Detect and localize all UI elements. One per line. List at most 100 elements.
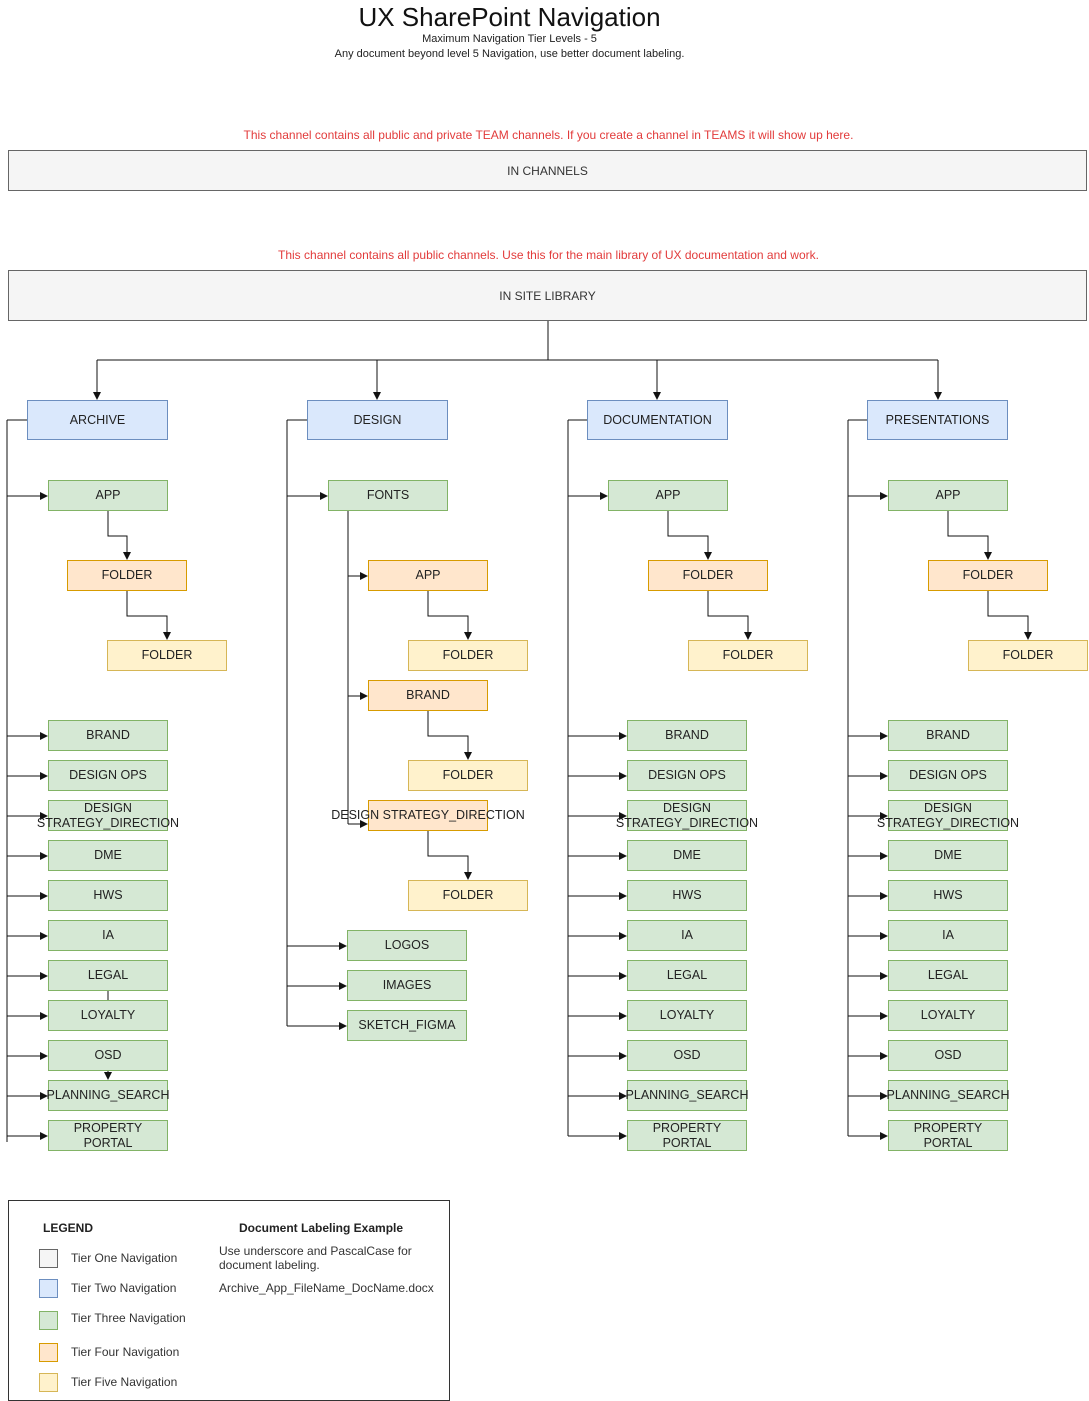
archive-node[interactable]: ARCHIVE [27, 400, 168, 440]
archive-ia-node[interactable]: IA [48, 920, 168, 951]
design-fonts-app-node[interactable]: APP [368, 560, 488, 591]
doc-labeling-example: Archive_App_FileName_DocName.docx [219, 1281, 434, 1295]
presentations-planning-search-label: PLANNING_SEARCH [886, 1088, 1010, 1102]
archive-design-ops-label: DESIGN OPS [69, 768, 147, 782]
presentations-osd-node[interactable]: OSD [888, 1040, 1008, 1071]
presentations-design-strategy-direction-node[interactable]: DESIGN STRATEGY_DIRECTION [877, 800, 1019, 831]
documentation-osd-label: OSD [673, 1048, 701, 1062]
presentations-hws-node[interactable]: HWS [888, 880, 1008, 911]
legend-label-tier4: Tier Four Navigation [71, 1345, 180, 1359]
site-library-note: This channel contains all public channel… [278, 248, 819, 262]
legend-label-tier2: Tier Two Navigation [71, 1281, 177, 1295]
design-sketch-figma-node[interactable]: SKETCH_FIGMA [347, 1010, 467, 1041]
archive-design-strategy-direction-node[interactable]: DESIGN STRATEGY_DIRECTION [37, 800, 179, 831]
design-brand-folder-node[interactable]: FOLDER [408, 760, 528, 791]
presentations-brand-label: BRAND [926, 728, 970, 742]
page-subtitle: Maximum Navigation Tier Levels - 5 [422, 33, 597, 45]
design-app-folder-node[interactable]: FOLDER [408, 640, 528, 671]
presentations-property-portal-node[interactable]: PROPERTY PORTAL [888, 1120, 1008, 1151]
documentation-osd-node[interactable]: OSD [627, 1040, 747, 1071]
presentations-loyalty-label: LOYALTY [920, 1008, 976, 1022]
legend-label-tier3: Tier Three Navigation [71, 1311, 186, 1325]
presentations-design-ops-node[interactable]: DESIGN OPS [888, 760, 1008, 791]
design-node[interactable]: DESIGN [307, 400, 448, 440]
documentation-dme-label: DME [673, 848, 701, 862]
archive-property-portal-node[interactable]: PROPERTY PORTAL [48, 1120, 168, 1151]
documentation-property-portal-node[interactable]: PROPERTY PORTAL [627, 1120, 747, 1151]
archive-hws-label: HWS [93, 888, 123, 902]
archive-design-strategy-direction-label: DESIGN STRATEGY_DIRECTION [36, 800, 180, 830]
documentation-ia-node[interactable]: IA [627, 920, 747, 951]
archive-brand-label: BRAND [86, 728, 130, 742]
documentation-loyalty-label: LOYALTY [659, 1008, 715, 1022]
documentation-legal-node[interactable]: LEGAL [627, 960, 747, 991]
archive-dme-label: DME [94, 848, 122, 862]
archive-folder-tier5-node[interactable]: FOLDER [107, 640, 227, 671]
legend-panel: LEGEND Tier One Navigation Tier Two Navi… [8, 1200, 450, 1401]
design-fonts-node[interactable]: FONTS [328, 480, 448, 511]
page-title: UX SharePoint Navigation [358, 2, 661, 32]
archive-brand-node[interactable]: BRAND [48, 720, 168, 751]
documentation-planning-search-node[interactable]: PLANNING_SEARCH [626, 1080, 748, 1111]
legend-swatch-tier2 [39, 1279, 58, 1298]
doc-labeling-rule: Use underscore and PascalCase for docume… [219, 1244, 412, 1272]
documentation-ia-label: IA [681, 928, 693, 942]
design-logos-node[interactable]: LOGOS [347, 930, 467, 961]
presentations-loyalty-node[interactable]: LOYALTY [888, 1000, 1008, 1031]
documentation-design-strategy-direction-node[interactable]: DESIGN STRATEGY_DIRECTION [616, 800, 758, 831]
archive-design-ops-node[interactable]: DESIGN OPS [48, 760, 168, 791]
documentation-hws-node[interactable]: HWS [627, 880, 747, 911]
documentation-design-ops-node[interactable]: DESIGN OPS [627, 760, 747, 791]
documentation-hws-label: HWS [672, 888, 702, 902]
documentation-brand-node[interactable]: BRAND [627, 720, 747, 751]
documentation-property-portal-label: PROPERTY PORTAL [652, 1120, 722, 1150]
archive-app-node[interactable]: APP [48, 480, 168, 511]
documentation-folder-tier5-node[interactable]: FOLDER [688, 640, 808, 671]
presentations-ia-node[interactable]: IA [888, 920, 1008, 951]
documentation-app-node[interactable]: APP [608, 480, 728, 511]
presentations-legal-node[interactable]: LEGAL [888, 960, 1008, 991]
in-site-library-node[interactable]: IN SITE LIBRARY [8, 270, 1087, 321]
presentations-folder-tier5-node[interactable]: FOLDER [968, 640, 1088, 671]
presentations-node[interactable]: PRESENTATIONS [867, 400, 1008, 440]
presentations-planning-search-node[interactable]: PLANNING_SEARCH [886, 1080, 1010, 1111]
archive-osd-node[interactable]: OSD [48, 1040, 168, 1071]
archive-property-portal-label: PROPERTY PORTAL [73, 1120, 143, 1150]
archive-loyalty-node[interactable]: LOYALTY [48, 1000, 168, 1031]
archive-folder-tier4-node[interactable]: FOLDER [67, 560, 187, 591]
documentation-design-strategy-direction-label: DESIGN STRATEGY_DIRECTION [615, 800, 759, 830]
doc-labeling-title: Document Labeling Example [239, 1221, 404, 1235]
presentations-app-node[interactable]: APP [888, 480, 1008, 511]
design-strategy-label: DESIGN STRATEGY_DIRECTION [331, 808, 525, 822]
legend-swatch-tier5 [39, 1373, 58, 1392]
archive-dme-node[interactable]: DME [48, 840, 168, 871]
documentation-folder-tier4-node[interactable]: FOLDER [648, 560, 768, 591]
archive-osd-label: OSD [94, 1048, 122, 1062]
documentation-dme-node[interactable]: DME [627, 840, 747, 871]
legend-swatch-tier1 [39, 1249, 58, 1268]
presentations-dme-node[interactable]: DME [888, 840, 1008, 871]
design-fonts-brand-node[interactable]: BRAND [368, 680, 488, 711]
archive-hws-node[interactable]: HWS [48, 880, 168, 911]
in-channels-node[interactable]: IN CHANNELS [8, 150, 1087, 191]
archive-planning-search-node[interactable]: PLANNING_SEARCH [46, 1080, 170, 1111]
archive-ia-label: IA [102, 928, 114, 942]
documentation-brand-label: BRAND [665, 728, 709, 742]
archive-loyalty-label: LOYALTY [80, 1008, 136, 1022]
presentations-folder-tier4-node[interactable]: FOLDER [928, 560, 1048, 591]
design-fonts-strategy-node[interactable]: DESIGN STRATEGY_DIRECTION [331, 800, 525, 831]
documentation-node[interactable]: DOCUMENTATION [587, 400, 728, 440]
documentation-legal-label: LEGAL [666, 968, 708, 982]
archive-planning-search-label: PLANNING_SEARCH [46, 1088, 170, 1102]
presentations-brand-node[interactable]: BRAND [888, 720, 1008, 751]
design-images-node[interactable]: IMAGES [347, 970, 467, 1001]
legend-label-tier5: Tier Five Navigation [71, 1375, 178, 1389]
design-strategy-folder-node[interactable]: FOLDER [408, 880, 528, 911]
archive-legal-label: LEGAL [87, 968, 129, 982]
documentation-loyalty-node[interactable]: LOYALTY [627, 1000, 747, 1031]
presentations-property-portal-label: PROPERTY PORTAL [913, 1120, 983, 1150]
legend-swatch-tier4 [39, 1343, 58, 1362]
legend-swatch-tier3 [39, 1311, 58, 1330]
archive-legal-node[interactable]: LEGAL [48, 960, 168, 991]
